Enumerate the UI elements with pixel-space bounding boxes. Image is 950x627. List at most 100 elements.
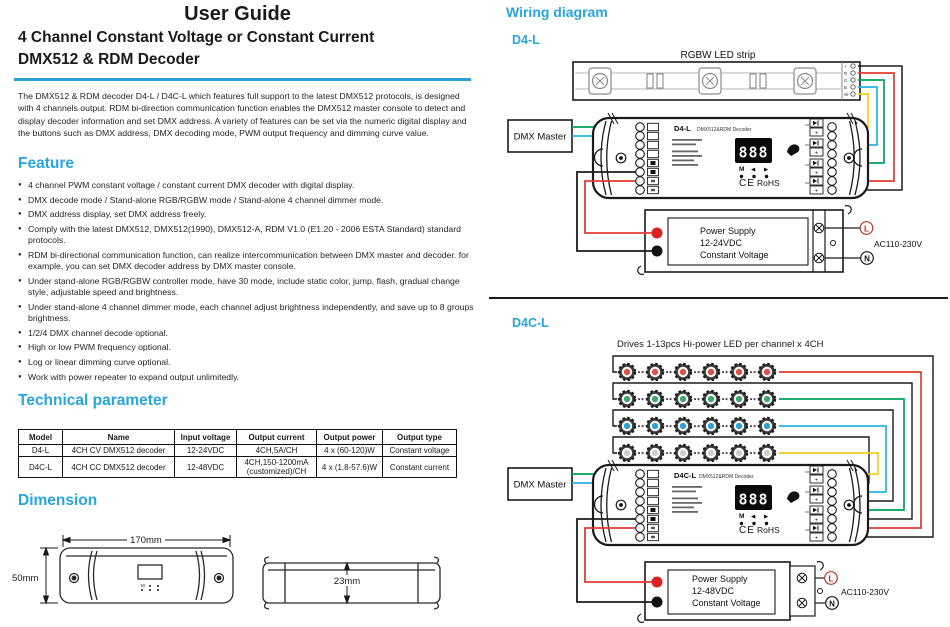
d4cl-power-wires xyxy=(576,518,652,603)
vplus-terminal xyxy=(651,576,663,588)
spec-text-line xyxy=(672,139,702,141)
plus-sign: + xyxy=(815,150,818,156)
strain-hook xyxy=(637,613,645,623)
strip-pad-label: + xyxy=(844,64,847,69)
spec-table: Model Name Input voltage Output current … xyxy=(18,429,457,478)
led-minus-sign: - xyxy=(639,451,641,457)
led-minus-sign: - xyxy=(751,424,753,430)
led-plus-sign: + xyxy=(725,424,728,430)
psu-line2: 12-24VDC xyxy=(700,238,743,248)
d4l-decoder: D4-L DMX512&RDM Decoder 888 M ◀ ▶ CE RoH… xyxy=(591,112,870,200)
mounting-ear xyxy=(593,495,604,514)
terminal-block-cell xyxy=(647,478,659,488)
output-terminal xyxy=(827,167,837,177)
feature-item: Log or linear dimming curve optional. xyxy=(18,357,474,369)
terminal-block-cell xyxy=(647,496,659,506)
plus-sign: + xyxy=(815,517,818,523)
spec-text-line xyxy=(672,143,696,146)
strain-hook xyxy=(816,561,824,571)
vminus-terminal xyxy=(651,596,663,608)
strip-pad-label: R xyxy=(844,71,848,76)
right-arrow-button: ▶ xyxy=(764,514,769,520)
channel-plus-cell xyxy=(809,494,824,504)
led-minus-sign: - xyxy=(639,424,641,430)
psu-line1: Power Supply xyxy=(692,574,748,584)
title-rule xyxy=(14,78,471,81)
mounting-ear xyxy=(848,120,855,196)
wire-green-channel xyxy=(779,398,905,511)
wire-red-channel xyxy=(779,371,922,529)
terminal-block-cell xyxy=(647,140,659,150)
output-terminal xyxy=(827,158,837,168)
input-terminal xyxy=(635,122,645,132)
led-minus-sign: - xyxy=(723,451,725,457)
led-minus-sign: - xyxy=(751,397,753,403)
break-mark xyxy=(846,112,854,125)
feature-item: Work with power repeater to expand outpu… xyxy=(18,372,474,384)
side-view xyxy=(262,556,441,610)
table-row: D4-L 4CH CV DMX512 decoder 12-24VDC 4CH,… xyxy=(18,444,457,457)
strip-pad-label: G xyxy=(844,78,848,83)
digital-display xyxy=(735,138,772,163)
subtitle-line2: DMX512 & RDM Decoder xyxy=(18,51,200,68)
feature-item: High or low PWM frequency optional. xyxy=(18,342,474,354)
output-terminal xyxy=(827,505,837,515)
input-terminal xyxy=(635,505,645,515)
break-mark xyxy=(607,459,615,472)
led-plus-sign: + xyxy=(613,451,616,457)
strip-connector-icon xyxy=(749,73,757,89)
col-header: Output type xyxy=(382,429,457,445)
input-terminal xyxy=(635,140,645,150)
output-terminal xyxy=(827,131,837,141)
d4l-diagram: RGBW LED strip +RGBW DMX Master xyxy=(507,50,922,275)
break-mark xyxy=(611,459,619,472)
spec-text-line xyxy=(672,502,702,504)
input-terminal xyxy=(635,514,645,524)
cell: D4-L xyxy=(18,444,63,457)
strip-pad-label: W xyxy=(844,92,849,97)
output-terminal xyxy=(827,514,837,524)
led-plus-sign: + xyxy=(697,397,700,403)
left-arrow-button: ◀ xyxy=(751,514,756,520)
right-arrow-button: ▶ xyxy=(764,167,769,173)
feature-item: Comply with the latest DMX512, DMX512(19… xyxy=(18,224,474,247)
live-terminal xyxy=(859,221,874,235)
feature-item: DMX decode mode / Stand-alone RGB/RGBW m… xyxy=(18,195,474,207)
cell: 4CH,5A/CH xyxy=(236,444,317,457)
output-terminal xyxy=(827,469,837,479)
technical-heading: Technical parameter xyxy=(18,392,168,409)
mounting-ear xyxy=(606,120,613,196)
led-minus-sign: - xyxy=(723,424,725,430)
dmx-master-label: DMX Master xyxy=(514,480,567,491)
cell: 12-48VDC xyxy=(174,456,237,478)
dimension-drawing: M 170mm 50mm 23mm xyxy=(12,534,441,610)
led-plus-sign: + xyxy=(613,424,616,430)
plus-sign: + xyxy=(815,535,818,541)
channel-plus-cell xyxy=(809,514,824,524)
d4l-power-wires xyxy=(576,171,652,252)
led-plus-sign: + xyxy=(641,451,644,457)
subtitle-line1: 4 Channel Constant Voltage or Constant C… xyxy=(18,29,375,46)
ce-mark: CE xyxy=(739,178,755,189)
feature-item: Under stand-alone RGB/RGBW controller mo… xyxy=(18,276,474,299)
dimension-heading: Dimension xyxy=(18,492,98,509)
led-plus-sign: + xyxy=(753,370,756,376)
input-terminal xyxy=(635,523,645,533)
input-terminal xyxy=(635,131,645,141)
feature-item: Under stand-alone 4 channel dimmer mode,… xyxy=(18,302,474,325)
output-terminal xyxy=(827,532,837,542)
cell: 4 x (1.8-57.6)W xyxy=(316,456,383,478)
decoder-desc: DMX512&RDM Decoder xyxy=(697,127,752,133)
strip-pad xyxy=(850,63,856,69)
channel-plus-cell xyxy=(809,127,824,137)
display-digits: 888 xyxy=(738,144,768,162)
led-plus-sign: + xyxy=(669,424,672,430)
input-terminal xyxy=(635,158,645,168)
spec-header-row: Model Name Input voltage Output current … xyxy=(18,429,457,445)
led-plus-sign: + xyxy=(669,397,672,403)
press-hint-icon xyxy=(787,144,800,156)
led-minus-sign: - xyxy=(667,370,669,376)
press-hint-icon xyxy=(787,491,800,503)
spec-text-line xyxy=(672,155,702,157)
